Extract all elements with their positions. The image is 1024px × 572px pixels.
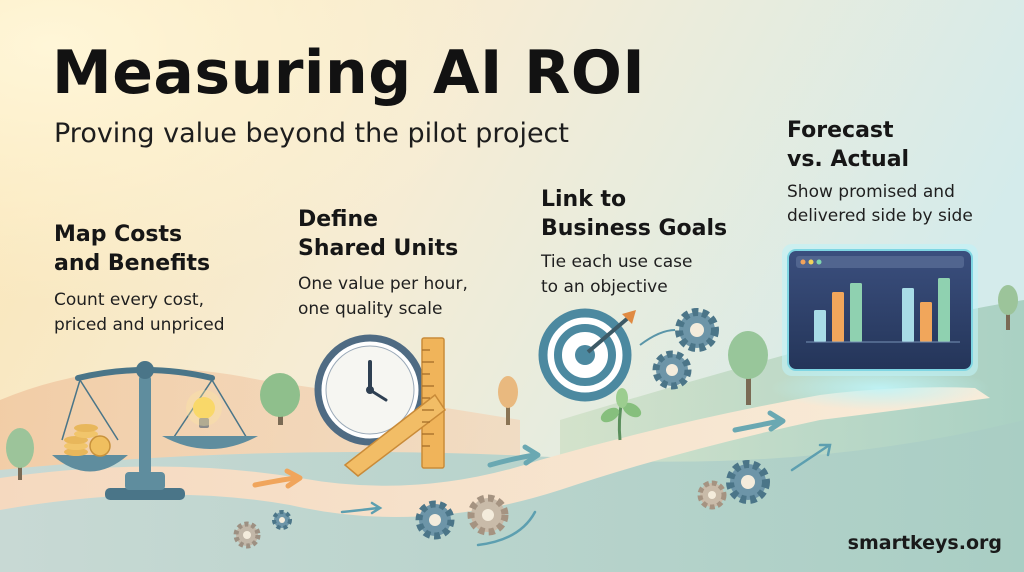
step-heading: Shared Units xyxy=(298,236,459,261)
tree-icon xyxy=(728,331,768,405)
target-with-gears-icon xyxy=(538,308,719,402)
progress-path xyxy=(0,387,990,517)
step-description: Show promised and xyxy=(787,182,955,202)
step-heading: Define xyxy=(298,207,379,232)
gear-icon xyxy=(415,500,455,540)
gear-icon xyxy=(467,494,509,536)
tree-icon xyxy=(998,285,1018,330)
gear-icon xyxy=(675,308,719,352)
step-heading: vs. Actual xyxy=(787,147,910,172)
step-heading: Business Goals xyxy=(541,216,728,241)
gear-icon xyxy=(272,510,292,530)
path-arrows xyxy=(252,410,832,547)
gear-icon xyxy=(233,521,261,549)
forecast-bars xyxy=(814,283,862,342)
lightbulb-icon xyxy=(186,390,222,428)
step-description: One value per hour, xyxy=(298,274,468,294)
tree-icon xyxy=(6,428,34,480)
step-heading: Forecast xyxy=(787,118,894,143)
step-description: delivered side by side xyxy=(787,206,973,226)
clock-and-ruler-icon xyxy=(314,334,447,477)
dashboard-bar-chart-icon xyxy=(770,244,990,410)
page-subtitle: Proving value beyond the pilot project xyxy=(54,118,569,149)
website-url: smartkeys.org xyxy=(847,532,1002,554)
ruler-icon xyxy=(343,337,447,477)
step-description: one quality scale xyxy=(298,299,443,319)
balance-scale-icon xyxy=(52,361,258,500)
gear-icon xyxy=(726,460,770,504)
step-heading: and Benefits xyxy=(54,251,211,276)
step-description: to an objective xyxy=(541,277,668,297)
actual-bars xyxy=(902,278,950,342)
page-title: Measuring AI ROI xyxy=(52,38,646,108)
sprout-icon xyxy=(600,388,642,441)
tree-icon xyxy=(260,373,300,425)
step-description: priced and unpriced xyxy=(54,315,225,335)
step-description: Count every cost, xyxy=(54,290,204,310)
step-heading: Map Costs xyxy=(54,222,183,247)
coin-stack-icon xyxy=(64,424,111,457)
step-description: Tie each use case xyxy=(541,252,693,272)
gear-icon xyxy=(697,480,727,510)
step-heading: Link to xyxy=(541,187,627,212)
gear-icon xyxy=(652,350,692,390)
tree-icon xyxy=(498,376,518,425)
